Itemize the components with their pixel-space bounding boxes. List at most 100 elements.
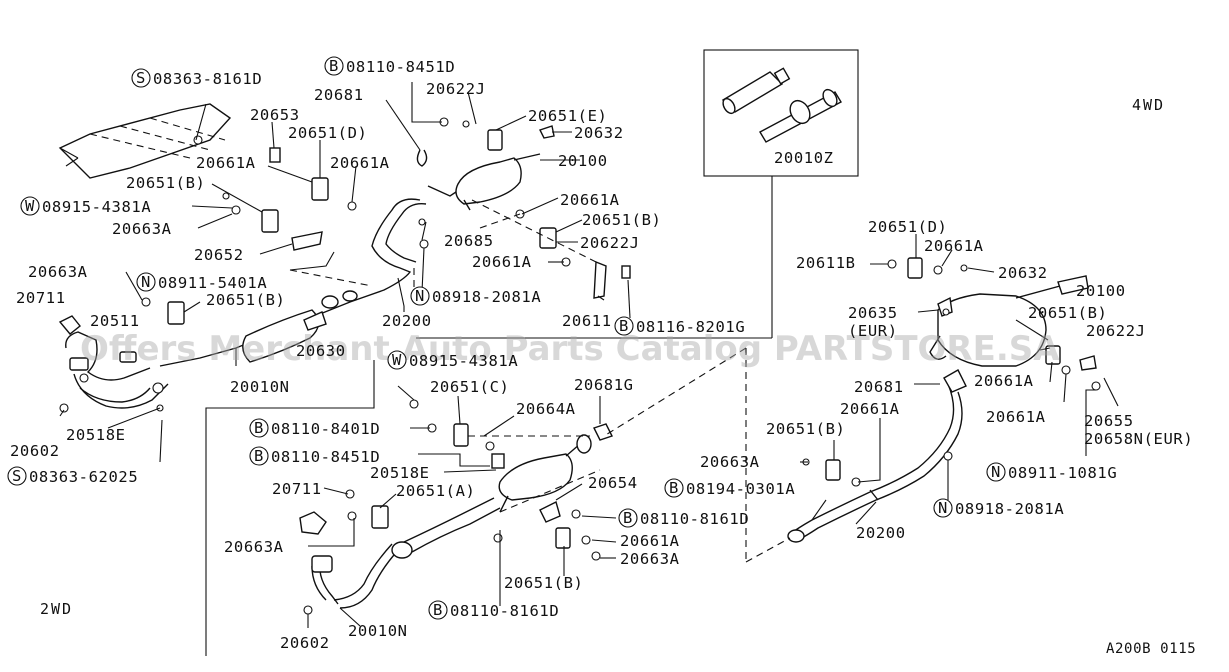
part-label-20664A[interactable]: 20664A xyxy=(516,400,576,418)
hanger-rubber-icon xyxy=(555,527,571,549)
bracket-20655-icon xyxy=(1079,355,1097,371)
leader-lines-lower xyxy=(307,385,617,628)
part-label-08110-8451D-lower[interactable]: B 08110-8451D xyxy=(249,446,380,466)
part-label-20711-upper[interactable]: 20711 xyxy=(16,289,66,307)
part-label-20651E[interactable]: 20651(E) xyxy=(528,107,607,125)
part-label-08915-4381A-top[interactable]: W 08915-4381A xyxy=(20,196,151,216)
hanger-rubber-icon xyxy=(167,301,185,325)
part-label-08911-5401A[interactable]: N 08911-5401A xyxy=(136,272,267,292)
part-label-20632-top[interactable]: 20632 xyxy=(574,124,624,142)
part-label-20602-upper[interactable]: 20602 xyxy=(10,442,60,460)
part-label-20651B-4wd-b[interactable]: 20651(B) xyxy=(766,420,845,438)
part-label-08363-62025[interactable]: S 08363-62025 xyxy=(7,466,138,486)
svg-text:08915-4381A: 08915-4381A xyxy=(42,198,151,216)
part-label-20651A[interactable]: 20651(A) xyxy=(396,482,475,500)
part-label-20518E-upper[interactable]: 20518E xyxy=(66,426,126,444)
hanger-rubber-icon xyxy=(487,129,503,151)
bracket-20652-icon xyxy=(291,231,323,251)
part-label-20651B-a[interactable]: 20651(B) xyxy=(126,174,205,192)
bracket-icon xyxy=(491,453,505,469)
part-label-20651C[interactable]: 20651(C) xyxy=(430,378,509,396)
part-label-20661A-c[interactable]: 20661A xyxy=(560,191,620,209)
part-label-20661A-b[interactable]: 20661A xyxy=(330,154,390,172)
part-label-20651D-4wd[interactable]: 20651(D) xyxy=(868,218,947,236)
part-label-20654[interactable]: 20654 xyxy=(588,474,638,492)
part-label-20658N-eur[interactable]: 20658N(EUR) xyxy=(1084,430,1193,448)
hanger-rubber-icon xyxy=(907,257,923,279)
muffler-2wd-upper xyxy=(427,153,541,211)
part-label-20632-4wd[interactable]: 20632 xyxy=(998,264,1048,282)
part-label-08911-1081G[interactable]: N 08911-1081G xyxy=(986,462,1117,482)
leader-lines-4wd xyxy=(603,234,1119,563)
part-label-20661A-4wd-d[interactable]: 20661A xyxy=(986,408,1046,426)
hardware-lower xyxy=(303,399,613,615)
part-label-08110-8451D-top[interactable]: B 08110-8451D xyxy=(324,56,455,76)
part-label-20651B-b[interactable]: 20651(B) xyxy=(582,211,661,229)
part-label-08918-2081A-4wd[interactable]: N 08918-2081A xyxy=(933,498,1064,518)
inset-tailpipe-tip-icon xyxy=(721,67,791,115)
part-label-20511[interactable]: 20511 xyxy=(90,312,140,330)
part-label-20661A-a[interactable]: 20661A xyxy=(196,154,256,172)
part-label-20681-4wd[interactable]: 20681 xyxy=(854,378,904,396)
part-label-20651B-c[interactable]: 20651(B) xyxy=(206,291,285,309)
part-label-20711-lower[interactable]: 20711 xyxy=(272,480,322,498)
part-label-20663A-b[interactable]: 20663A xyxy=(28,263,88,281)
part-label-20661A-e[interactable]: 20661A xyxy=(620,532,680,550)
part-label-20622J-top[interactable]: 20622J xyxy=(426,80,486,98)
part-label-20100-4wd[interactable]: 20100 xyxy=(1076,282,1126,300)
part-label-20661A-d[interactable]: 20661A xyxy=(472,253,532,271)
part-label-20663A-d[interactable]: 20663A xyxy=(620,550,680,568)
part-label-20681-top[interactable]: 20681 xyxy=(314,86,364,104)
svg-text:N: N xyxy=(938,499,948,517)
part-label-08110-8161D-right[interactable]: B 08110-8161D xyxy=(618,508,749,528)
part-label-20635[interactable]: 20635 xyxy=(848,304,898,322)
part-label-20661A-4wd-c[interactable]: 20661A xyxy=(840,400,900,418)
gasket-icon xyxy=(321,295,339,309)
svg-text:B: B xyxy=(254,419,264,437)
part-label-20663A-4wd[interactable]: 20663A xyxy=(700,453,760,471)
part-label-20655[interactable]: 20655 xyxy=(1084,412,1134,430)
part-label-20663A-c[interactable]: 20663A xyxy=(224,538,284,556)
part-label-20635-eur[interactable]: (EUR) xyxy=(848,322,898,340)
part-label-08110-8401D[interactable]: B 08110-8401D xyxy=(249,418,380,438)
part-label-20681G[interactable]: 20681G xyxy=(574,376,634,394)
part-label-20200-4wd[interactable]: 20200 xyxy=(856,524,906,542)
svg-text:B: B xyxy=(669,479,679,497)
part-label-20010N-upper[interactable]: 20010N xyxy=(230,378,290,396)
part-label-20611B[interactable]: 20611B xyxy=(796,254,856,272)
part-label-20622J-4wd[interactable]: 20622J xyxy=(1086,322,1146,340)
part-label-20200-2wd[interactable]: 20200 xyxy=(382,312,432,330)
part-label-08918-2081A-upper[interactable]: N 08918-2081A xyxy=(410,286,541,306)
muffler-2wd-lower xyxy=(498,434,592,513)
svg-text:B: B xyxy=(329,57,339,75)
part-label-08915-4381A-mid[interactable]: W 08915-4381A xyxy=(387,350,518,370)
part-label-20651B-d[interactable]: 20651(B) xyxy=(504,574,583,592)
front-pipe-2wd-upper xyxy=(159,198,427,367)
part-label-20663A-a[interactable]: 20663A xyxy=(112,220,172,238)
svg-text:08911-5401A: 08911-5401A xyxy=(158,274,267,292)
part-label-20661A-4wd-a[interactable]: 20661A xyxy=(924,237,984,255)
exhaust-manifold-2wd-upper xyxy=(65,331,169,409)
part-label-20661A-4wd-b[interactable]: 20661A xyxy=(974,372,1034,390)
part-label-20651D-top[interactable]: 20651(D) xyxy=(288,124,367,142)
part-label-20651B-4wd-a[interactable]: 20651(B) xyxy=(1028,304,1107,322)
section-label-2wd: 2WD xyxy=(40,600,73,618)
part-label-20630[interactable]: 20630 xyxy=(296,342,346,360)
svg-text:08110-8451D: 08110-8451D xyxy=(271,448,380,466)
hanger-rubber-icon xyxy=(311,177,329,201)
svg-text:N: N xyxy=(415,287,425,305)
part-label-08116-8201G[interactable]: B 08116-8201G xyxy=(614,316,745,336)
part-label-20010N-lower[interactable]: 20010N xyxy=(348,622,408,640)
part-label-20622J-mid[interactable]: 20622J xyxy=(580,234,640,252)
part-label-20518E-lower[interactable]: 20518E xyxy=(370,464,430,482)
part-label-20611[interactable]: 20611 xyxy=(562,312,612,330)
part-label-20653[interactable]: 20653 xyxy=(250,106,300,124)
part-label-20685[interactable]: 20685 xyxy=(444,232,494,250)
part-label-20602-lower[interactable]: 20602 xyxy=(280,634,330,652)
part-label-20100-top[interactable]: 20100 xyxy=(558,152,608,170)
part-label-08363-8161D[interactable]: S 08363-8161D xyxy=(131,68,262,88)
part-label-20652[interactable]: 20652 xyxy=(194,246,244,264)
part-label-08194-0301A[interactable]: B 08194-0301A xyxy=(664,478,795,498)
part-label-08110-8161D-bottom[interactable]: B 08110-8161D xyxy=(428,600,559,620)
